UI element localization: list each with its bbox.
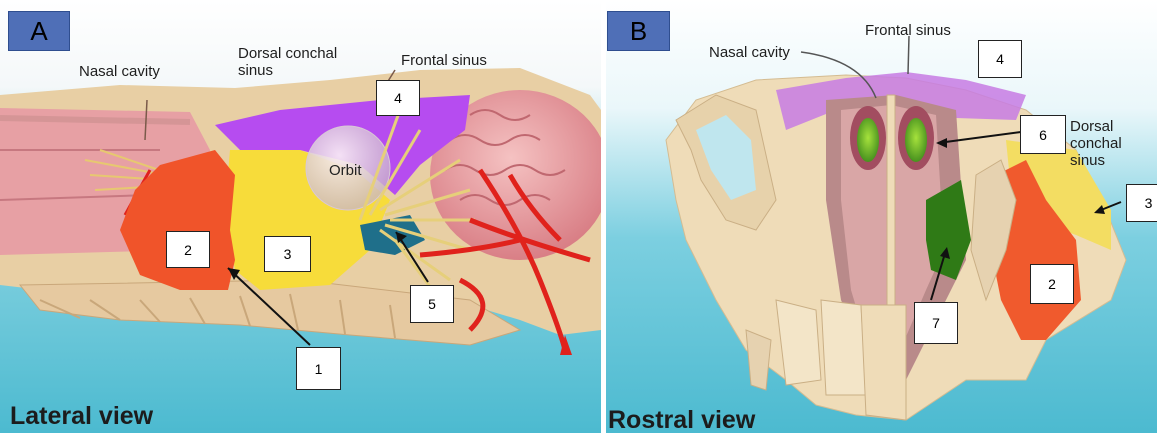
number-box-5: 5: [410, 285, 454, 323]
view-title-lateral: Lateral view: [10, 402, 153, 431]
view-title-rostral: Rostral view: [608, 406, 755, 433]
label-dorsal-conchal-sinus: Dorsal conchal sinus: [1070, 118, 1122, 169]
panel-tag-a: A: [8, 11, 70, 51]
number-box-4: 4: [376, 80, 420, 116]
number-box-1: 1: [296, 347, 341, 390]
number-box-3: 3: [1126, 184, 1157, 222]
panel-rostral-view: B Nasal cavity Frontal sinus Dorsal conc…: [606, 0, 1157, 433]
number-box-2: 2: [166, 231, 210, 268]
label-nasal-cavity: Nasal cavity: [709, 44, 790, 61]
number-box-4: 4: [978, 40, 1022, 78]
label-orbit: Orbit: [329, 162, 362, 179]
panel-lateral-view: A Nasal cavity Dorsal conchal sinus Fron…: [0, 0, 601, 433]
pointer-line-frontal: [908, 36, 909, 74]
label-frontal-sinus: Frontal sinus: [401, 52, 487, 69]
number-box-6: 6: [1020, 115, 1066, 154]
number-box-3: 3: [264, 236, 311, 272]
label-nasal-cavity: Nasal cavity: [79, 63, 160, 80]
number-box-2: 2: [1030, 264, 1074, 304]
label-dorsal-conchal-sinus: Dorsal conchal sinus: [238, 45, 337, 79]
dorsal-concha-left: [857, 118, 879, 162]
label-frontal-sinus: Frontal sinus: [865, 22, 951, 39]
number-box-7: 7: [914, 302, 958, 344]
dorsal-concha-right: [905, 118, 927, 162]
rostral-view-illustration: [606, 0, 1157, 433]
panel-tag-b: B: [607, 11, 670, 51]
